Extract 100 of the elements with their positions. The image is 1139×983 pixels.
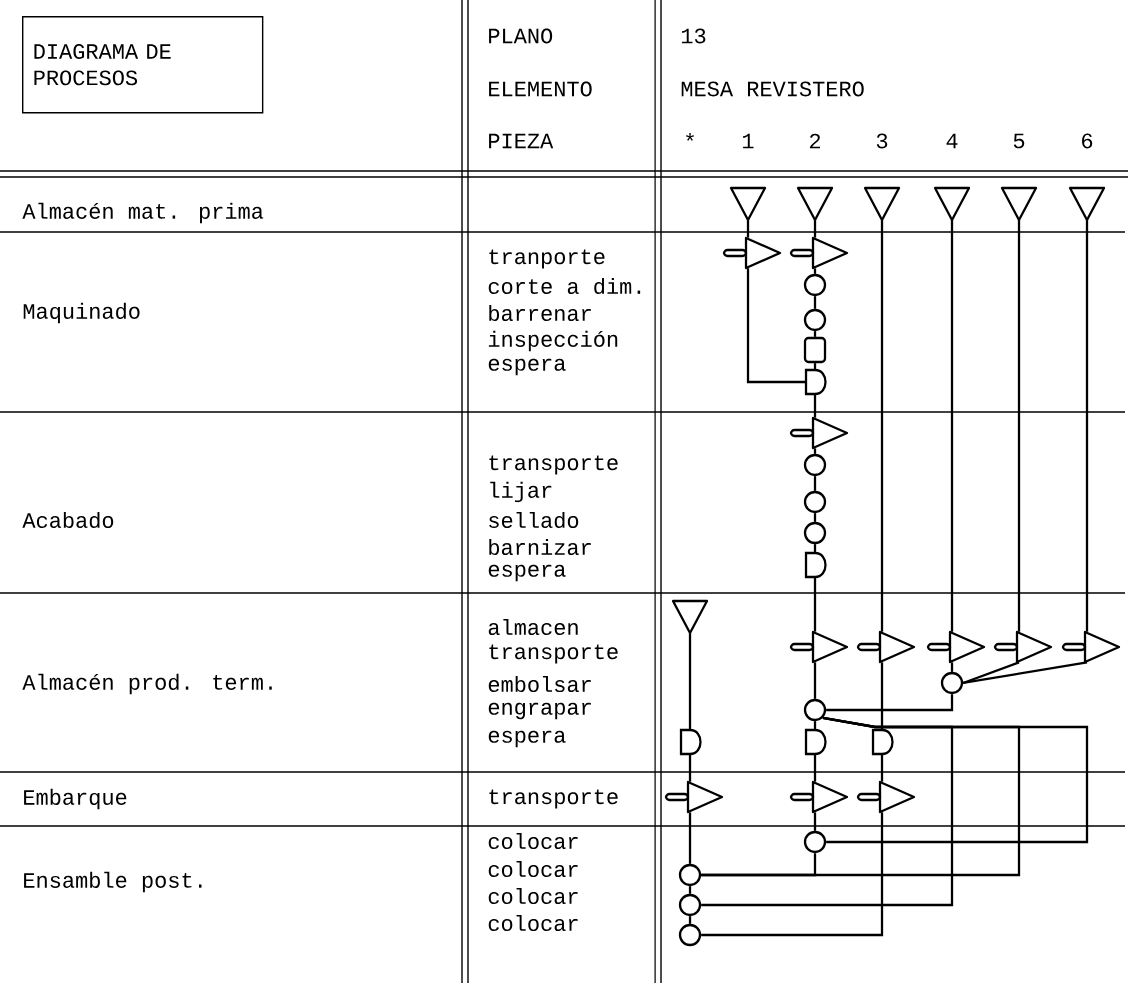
column-number: 3 [876, 133, 888, 149]
transport-symbol [856, 630, 916, 664]
transport-symbol [789, 780, 849, 814]
transport-symbol [1061, 630, 1121, 664]
operation-circle [803, 698, 827, 722]
transport-symbol [722, 236, 782, 270]
flow-line [813, 331, 817, 337]
flow-line [688, 886, 692, 894]
column-number: 4 [946, 133, 958, 149]
column-number: * [686, 133, 694, 141]
step-text: espera [488, 358, 566, 376]
flow-line [813, 812, 817, 831]
flow-line [688, 633, 692, 730]
flow-line [813, 476, 817, 491]
storage-triangle [796, 186, 834, 222]
flow-line [813, 296, 817, 309]
flow-line [746, 268, 806, 384]
flow-line [813, 220, 817, 238]
flow-line [813, 448, 817, 454]
flow-line [880, 662, 884, 730]
transport-symbol [993, 630, 1053, 664]
step-text: espera [488, 730, 566, 748]
flow-line [701, 853, 817, 877]
step-text: barnizar [489, 538, 591, 556]
header-text: 13 [681, 28, 706, 44]
column-number: 6 [1082, 133, 1093, 149]
operation-circle [803, 308, 827, 332]
header-text: PIEZA [489, 133, 554, 149]
header-text: ELEMENTO [489, 81, 592, 97]
delay-symbol [804, 728, 827, 756]
operation-circle [678, 923, 702, 947]
flow-line [880, 754, 884, 782]
transport-symbol [856, 780, 916, 814]
flow-line [813, 721, 817, 730]
column-number: 2 [809, 133, 821, 149]
flow-line [813, 268, 817, 274]
title-box: DIAGRAMA DE PROCESOS [22, 16, 264, 114]
transport-symbol [664, 780, 724, 814]
step-text: almacen [488, 618, 578, 636]
transport-symbol [789, 416, 849, 450]
flow-line [688, 812, 692, 864]
column-number: 1 [743, 133, 754, 149]
row-heading: Maquinado [23, 302, 140, 324]
step-text: colocar [488, 887, 578, 905]
flow-line [813, 754, 817, 782]
storage-triangle [729, 186, 767, 222]
flow-line [813, 394, 817, 418]
flow-line [962, 661, 1088, 685]
row-heading: Almacén mat. prima [22, 202, 264, 224]
flow-line [813, 513, 817, 522]
delay-symbol [679, 728, 702, 756]
operation-circle [678, 863, 702, 887]
row-heading: Embarque [24, 788, 127, 810]
step-text: colocar [488, 860, 578, 878]
delay-symbol [804, 368, 827, 396]
step-text: sellado [489, 511, 579, 529]
step-text: transporte [489, 455, 618, 475]
operation-circle [803, 453, 827, 477]
storage-triangle [1000, 186, 1038, 222]
step-text: transporte [489, 644, 618, 664]
storage-triangle [671, 599, 709, 635]
flow-line [688, 916, 692, 924]
step-text: lijar [490, 481, 552, 503]
operation-circle [940, 671, 964, 695]
flow-line [701, 812, 884, 937]
flow-line [950, 220, 954, 632]
flow-line [701, 716, 954, 907]
flow-line [746, 220, 750, 238]
operation-circle [803, 830, 827, 854]
transport-symbol [926, 630, 986, 664]
step-text: transporte [489, 789, 618, 809]
flow-line [880, 220, 884, 632]
row-heading: Ensamble post. [24, 871, 202, 893]
transport-symbol [789, 236, 849, 270]
header-text: MESA REVISTERO [681, 81, 864, 97]
delay-symbol [871, 728, 894, 756]
step-text: inspección [488, 330, 618, 352]
storage-triangle [863, 186, 901, 222]
step-text: espera [488, 564, 566, 582]
flow-line [962, 661, 1020, 685]
step-text: corte a dim. [488, 277, 641, 295]
delay-symbol [804, 551, 827, 579]
step-text: colocar [488, 832, 578, 850]
flow-line [826, 694, 954, 712]
flow-line [1017, 220, 1021, 632]
flow-line [1085, 220, 1089, 632]
step-text: engrapar [488, 702, 591, 720]
flow-line [813, 363, 817, 370]
flow-line [813, 544, 817, 553]
step-text: embolsar [488, 675, 591, 693]
flow-line [688, 754, 692, 782]
header-text: PLANO [489, 28, 553, 44]
step-text: colocar [488, 914, 578, 932]
row-heading: Acabado [22, 511, 114, 529]
column-number: 5 [1013, 133, 1025, 149]
operation-circle [803, 273, 827, 297]
flow-line [813, 662, 817, 699]
step-text: tranporte [489, 249, 605, 269]
storage-triangle [933, 186, 971, 222]
transport-symbol [789, 630, 849, 664]
